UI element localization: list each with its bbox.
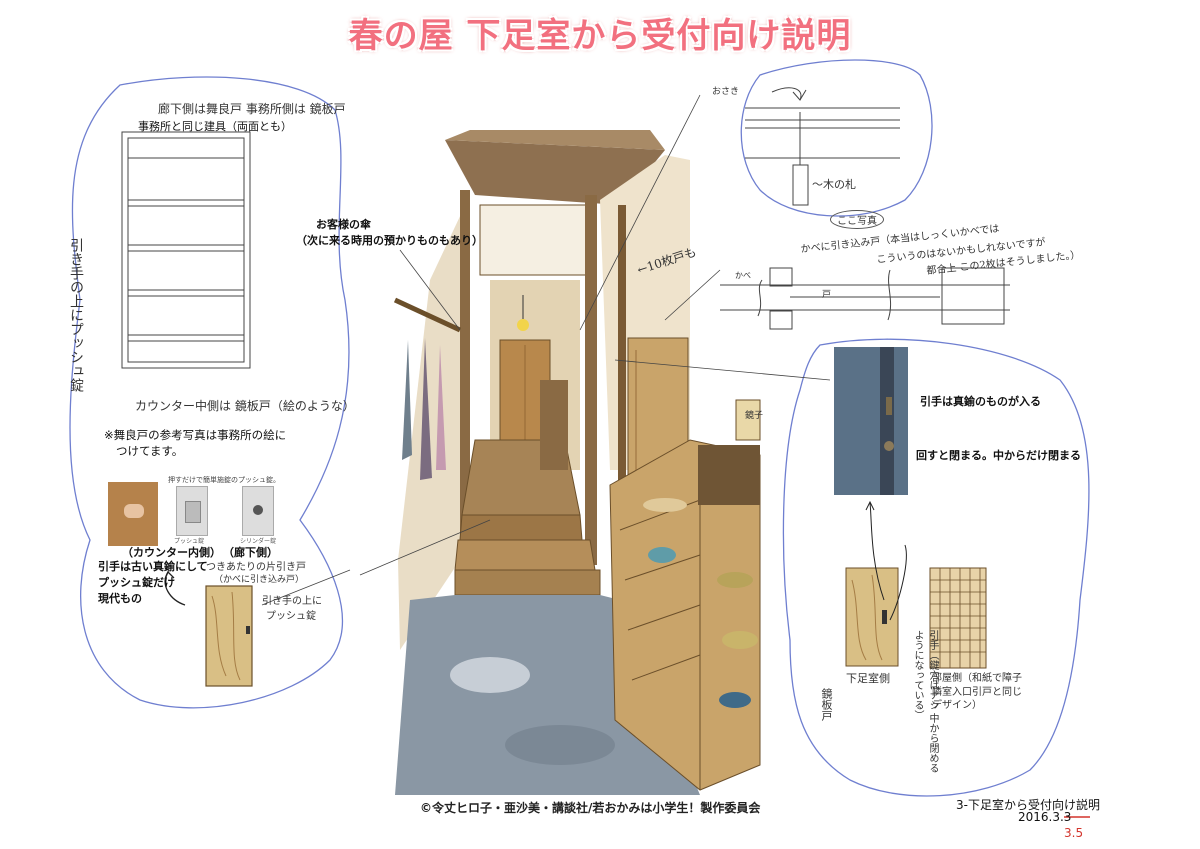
copyright-text: ©令丈ヒロ子・亜沙美・講談社/若おかみは小学生！製作委員会 xyxy=(420,801,761,815)
pull-note-2: プッシュ錠だけ xyxy=(98,576,175,589)
page-title: 春の屋 下足室から受付向け説明 xyxy=(348,16,852,56)
latch-knob-icon xyxy=(884,441,894,451)
push-button-icon xyxy=(185,501,201,523)
door-edge xyxy=(880,347,894,495)
vertical-hand-note: 引き手の上にプッシュ錠 xyxy=(68,238,84,392)
label-hikite: 引手（鍵穴はナシ 中から閉めるようになっている） xyxy=(912,630,938,774)
caption-counter-inside: （カウンター内側） xyxy=(122,546,221,559)
left-door-drawing xyxy=(121,131,251,369)
reference-note-2: つけてます。 xyxy=(116,444,184,458)
doc-title: 3-下足室から受付向け説明 xyxy=(956,798,1100,812)
sign-text: 鏡子 xyxy=(745,411,764,421)
wall-door-sketch xyxy=(720,267,1010,330)
brass-pull-photo xyxy=(834,347,908,495)
caption-corridor-side: （廊下側） xyxy=(223,546,278,559)
photo-header: 押すだけで簡単施錠のプッシュ錠。 xyxy=(168,476,280,484)
right-top-outline-blob xyxy=(740,59,933,217)
door-caption: 事務所と同じ建具（両面とも） xyxy=(138,120,292,133)
umbrella-note-1: お客様の傘 xyxy=(316,218,371,231)
right-outline-blob xyxy=(782,338,1090,797)
push-lock-photo xyxy=(176,486,208,536)
door-side-hand-1: 引き手の上に xyxy=(262,596,322,607)
date-corrected: 3.5 xyxy=(1064,826,1084,840)
label-heya: 部屋側（和紙で障子 隣室入口引戸と同じデザイン） xyxy=(932,673,1022,711)
lock-note: 回すと閉まる。中からだけ閉まる xyxy=(916,449,1081,462)
label-kagi: おさき xyxy=(712,87,740,97)
photo-label-left: プッシュ錠 xyxy=(174,538,205,545)
label-gesoku: 下足室側 xyxy=(846,672,890,685)
reference-photo-strip: 押すだけで簡単施錠のプッシュ錠。 プッシュ錠 シリンダー錠 xyxy=(108,472,296,554)
right-doors xyxy=(845,567,987,669)
top-hand-note: 廊下側は舞良戸 事務所側は 鏡板戸 xyxy=(158,102,346,116)
pull-note-3: 現代もの xyxy=(98,592,142,605)
pull-handle-icon xyxy=(886,397,892,415)
pull-note-1: 引手は古い真鍮にして xyxy=(98,560,208,573)
brass-note: 引手は真鍮のものが入る xyxy=(920,395,1041,408)
label-fuda: 〜木の札 xyxy=(812,178,856,191)
keyhole-icon xyxy=(253,505,263,515)
door-top-hand-2: （かべに引き込み戸） xyxy=(214,575,305,585)
umbrella-note-2: （次に来る時用の預かりものもあり） xyxy=(296,234,483,247)
corridor-painting xyxy=(393,130,761,795)
counter-hand-note: カウンター中側は 鏡板戸（絵のような） xyxy=(135,399,355,413)
cylinder-lock-photo xyxy=(242,486,274,536)
label-to: 戸 xyxy=(822,290,832,300)
label-kabe: かべ xyxy=(735,271,751,280)
hand-image xyxy=(124,504,144,518)
reference-note-1: ※舞良戸の参考写真は事務所の絵に xyxy=(104,428,287,442)
door-side-hand-2: プッシュ錠 xyxy=(266,611,316,622)
door-top-hand-1: つきあたりの片引き戸 xyxy=(206,562,306,573)
left-outline-blob xyxy=(69,76,350,709)
label-kagami: 鏡板戸 xyxy=(820,688,833,721)
door-hand-photo xyxy=(108,482,158,546)
date-struck: 2016.3.3 xyxy=(1018,810,1072,824)
circle-note: ここ写真 xyxy=(830,210,884,229)
key-sketch xyxy=(745,87,900,206)
small-door-drawing xyxy=(205,585,253,687)
photo-label-right: シリンダー錠 xyxy=(240,538,277,545)
